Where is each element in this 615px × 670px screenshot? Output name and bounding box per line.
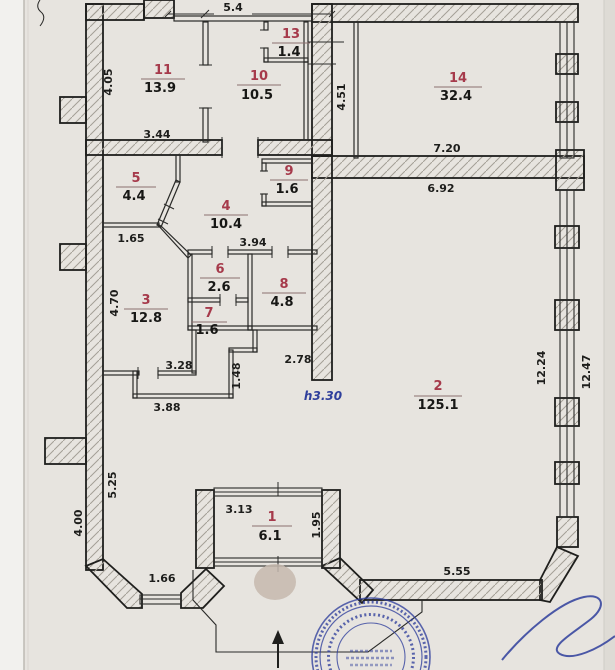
room-10-area: 10.5 [241, 88, 273, 103]
dim-1-95: 1.95 [310, 511, 323, 538]
room-3-number: 3 [141, 293, 150, 308]
dim-4-05: 4.05 [102, 68, 115, 95]
dim-3-88: 3.88 [153, 401, 180, 414]
round-stamp-icon [311, 597, 431, 670]
windows [139, 21, 575, 605]
dim-12-47: 12.47 [580, 355, 593, 390]
room-4-number: 4 [221, 199, 230, 214]
dim-4-51: 4.51 [335, 83, 348, 110]
signature-icon [501, 595, 615, 661]
entrance-arrow-icon [272, 630, 284, 644]
room-10-number: 10 [250, 69, 268, 84]
dim-3-94: 3.94 [239, 236, 266, 249]
dim-5-55: 5.55 [443, 565, 470, 578]
dim-5-4: 5.4 [223, 1, 243, 14]
faded-stamp-ghost [254, 564, 296, 600]
room-8-number: 8 [279, 277, 288, 292]
dim-3-28: 3.28 [165, 359, 192, 372]
room-5-area: 4.4 [122, 189, 145, 204]
entrance-porch [192, 570, 423, 668]
dim-3-44: 3.44 [143, 128, 170, 141]
dim-4-00: 4.00 [72, 509, 85, 536]
room-7-area: 1.6 [195, 323, 218, 338]
dim-2-78: 2.78 [284, 353, 311, 366]
room-14-number: 14 [449, 71, 467, 86]
room-1-number: 1 [267, 510, 276, 525]
room-2-number: 2 [433, 379, 442, 394]
room-9-area: 1.6 [275, 182, 298, 197]
room-7-number: 7 [204, 306, 213, 321]
dim-3-13: 3.13 [225, 503, 252, 516]
room-11-area: 13.9 [144, 81, 176, 96]
room-6-area: 2.6 [207, 280, 230, 295]
room-4-area: 10.4 [210, 217, 242, 232]
partitions [102, 15, 359, 399]
room-1-area: 6.1 [258, 529, 281, 544]
dim-4-70: 4.70 [108, 289, 121, 316]
dim-6-92: 6.92 [427, 182, 454, 195]
room-14-area: 32.4 [440, 89, 472, 104]
dim-1-66: 1.66 [148, 572, 175, 585]
room-6-number: 6 [215, 262, 224, 277]
room-9-number: 9 [284, 164, 293, 179]
room-13-number: 13 [282, 27, 300, 42]
dim-5-25: 5.25 [106, 471, 119, 498]
room-2-area: 125.1 [417, 398, 458, 413]
dim-7-20: 7.20 [433, 142, 460, 155]
room-13-area: 1.4 [277, 45, 300, 60]
room-5-number: 5 [131, 171, 140, 186]
room-3-area: 12.8 [130, 311, 162, 326]
dimension-labels: 5.4 4.05 3.44 4.51 7.20 6.92 1.65 3.94 4… [72, 1, 593, 585]
dim-1-65: 1.65 [117, 232, 144, 245]
room-labels: 1 6.1 2 125.1 3 12.8 4 10.4 5 4.4 6 2.6 … [116, 27, 482, 544]
door-and-dimension-ticks [37, 0, 344, 572]
ceiling-height-note: h3.30 [304, 389, 342, 403]
dim-12-24: 12.24 [535, 350, 548, 385]
room-8-area: 4.8 [270, 295, 293, 310]
room-11-number: 11 [154, 63, 172, 78]
dim-1-48: 1.48 [230, 362, 243, 389]
